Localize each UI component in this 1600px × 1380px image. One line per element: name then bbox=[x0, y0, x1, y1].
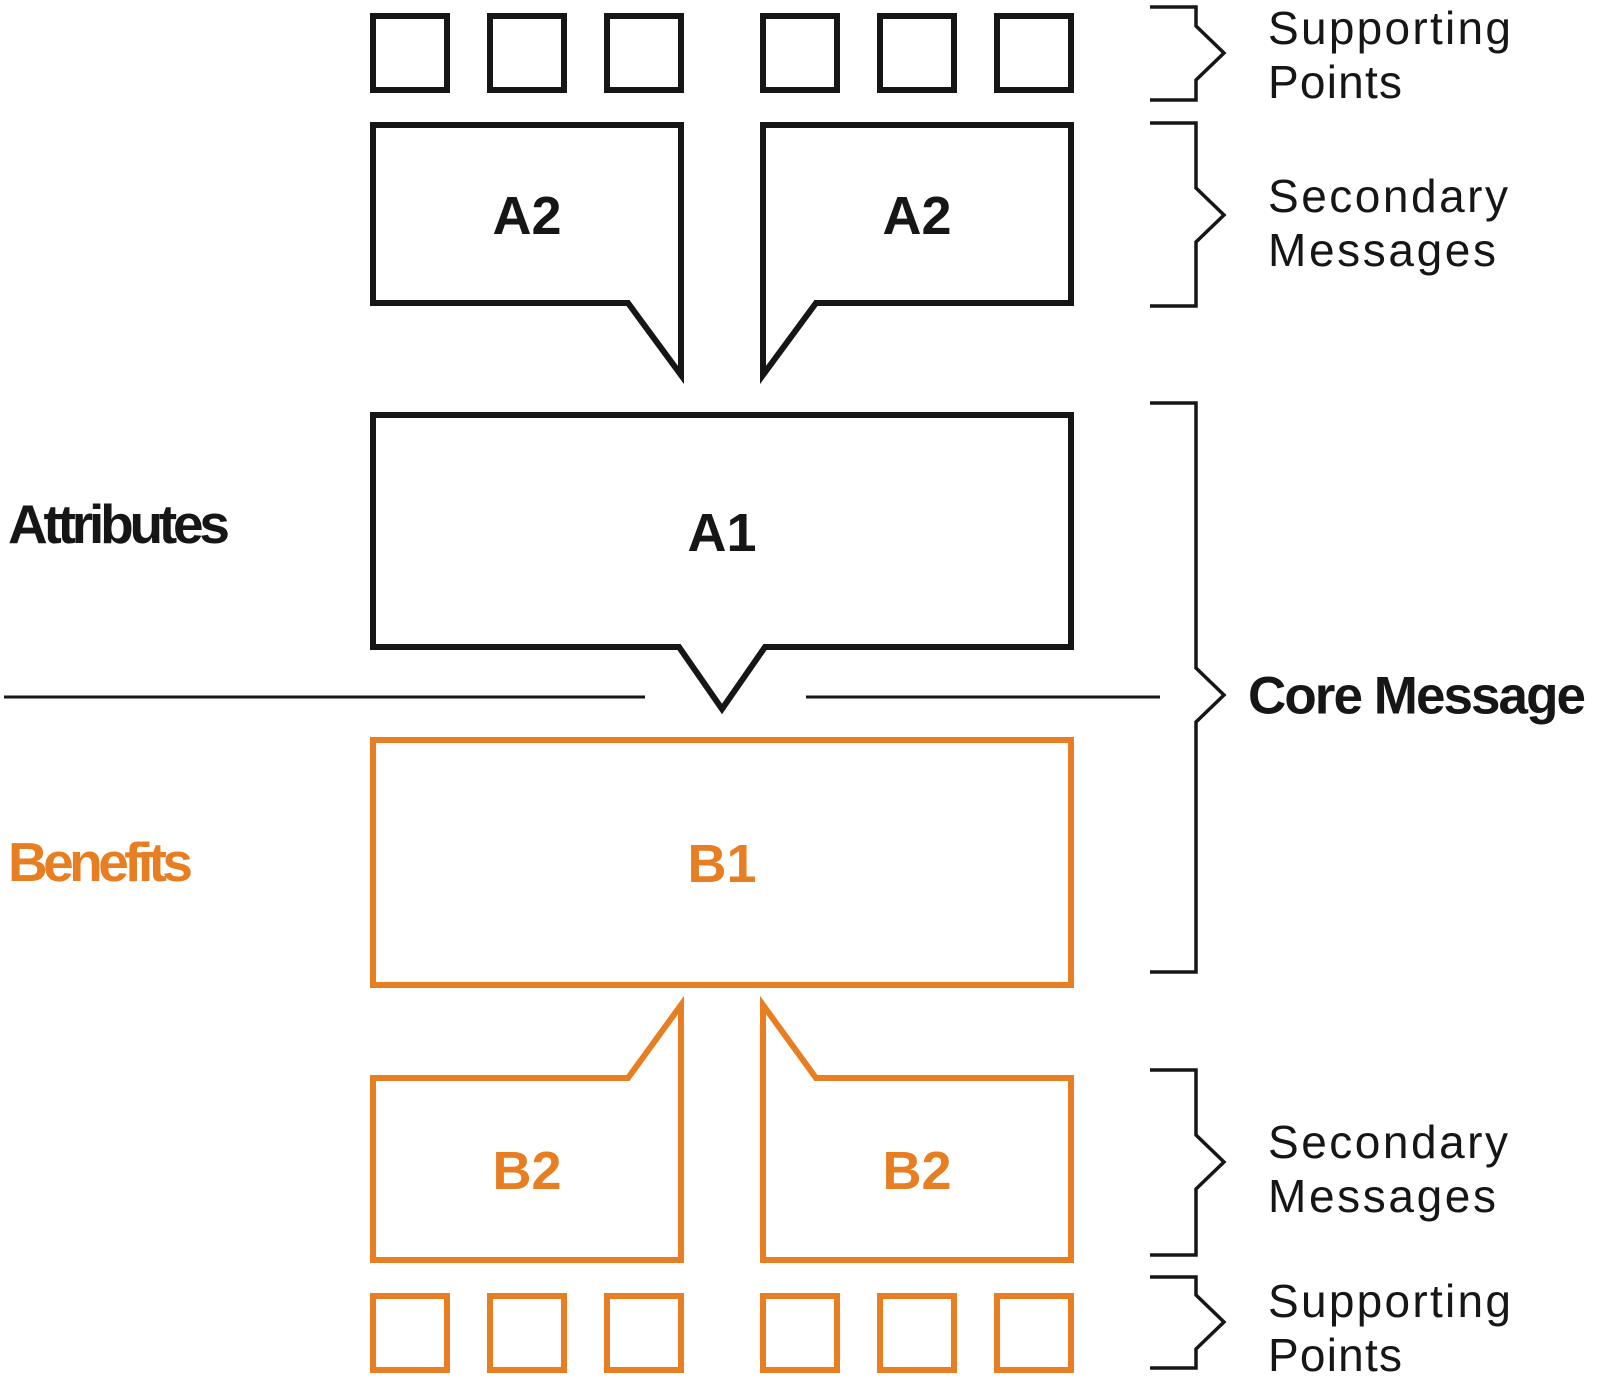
secondary-benefit-bubble-b2-right bbox=[760, 995, 1074, 1263]
supporting-points-top bbox=[370, 13, 1074, 93]
attributes-tier-label: Attributes bbox=[8, 493, 230, 555]
supporting-bottom-label-line2: Points bbox=[1268, 1329, 1402, 1380]
secondary-bottom-label-line2: Messages bbox=[1268, 1170, 1496, 1222]
b2-right-label: B2 bbox=[882, 1141, 951, 1201]
supporting-top-label-line2: Points bbox=[1268, 56, 1402, 108]
primary-message-bubble-a1 bbox=[370, 412, 1074, 715]
supporting-point-square bbox=[487, 13, 567, 93]
brace-core-message-icon bbox=[1150, 401, 1227, 974]
supporting-bottom-label-line1: Supporting bbox=[1268, 1275, 1511, 1327]
supporting-point-square bbox=[370, 13, 450, 93]
supporting-top-label-line1: Supporting bbox=[1268, 2, 1511, 54]
supporting-points-bottom bbox=[370, 1293, 1074, 1373]
secondary-benefit-bubble-b2-left bbox=[370, 995, 684, 1263]
supporting-point-square bbox=[877, 1293, 957, 1373]
secondary-bottom-label-line1: Secondary bbox=[1268, 1116, 1508, 1168]
supporting-point-square bbox=[994, 1293, 1074, 1373]
brace-secondary-bottom-icon bbox=[1150, 1068, 1227, 1257]
brace-supporting-top-icon bbox=[1150, 5, 1227, 102]
secondary-message-bubble-a2-right bbox=[760, 122, 1074, 385]
supporting-point-square bbox=[760, 1293, 840, 1373]
b2-left-label: B2 bbox=[492, 1141, 561, 1201]
secondary-message-bubble-a2-left bbox=[370, 122, 684, 385]
brace-secondary-top-icon bbox=[1150, 121, 1227, 308]
secondary-top-label-line1: Secondary bbox=[1268, 170, 1508, 222]
supporting-point-square bbox=[604, 1293, 684, 1373]
a1-label: A1 bbox=[687, 503, 756, 563]
a2-right-label: A2 bbox=[882, 186, 951, 246]
supporting-point-square bbox=[760, 13, 840, 93]
supporting-point-square bbox=[370, 1293, 450, 1373]
primary-benefit-box-b1 bbox=[370, 737, 1074, 988]
brace-supporting-bottom-icon bbox=[1150, 1275, 1227, 1370]
supporting-point-square bbox=[604, 13, 684, 93]
supporting-point-square bbox=[487, 1293, 567, 1373]
secondary-top-label-line2: Messages bbox=[1268, 224, 1496, 276]
b1-label: B1 bbox=[687, 834, 756, 894]
core-message-label: Core Message bbox=[1248, 667, 1586, 726]
a2-left-label: A2 bbox=[492, 186, 561, 246]
supporting-point-square bbox=[994, 13, 1074, 93]
supporting-point-square bbox=[877, 13, 957, 93]
benefits-tier-label: Benefits bbox=[8, 831, 193, 893]
